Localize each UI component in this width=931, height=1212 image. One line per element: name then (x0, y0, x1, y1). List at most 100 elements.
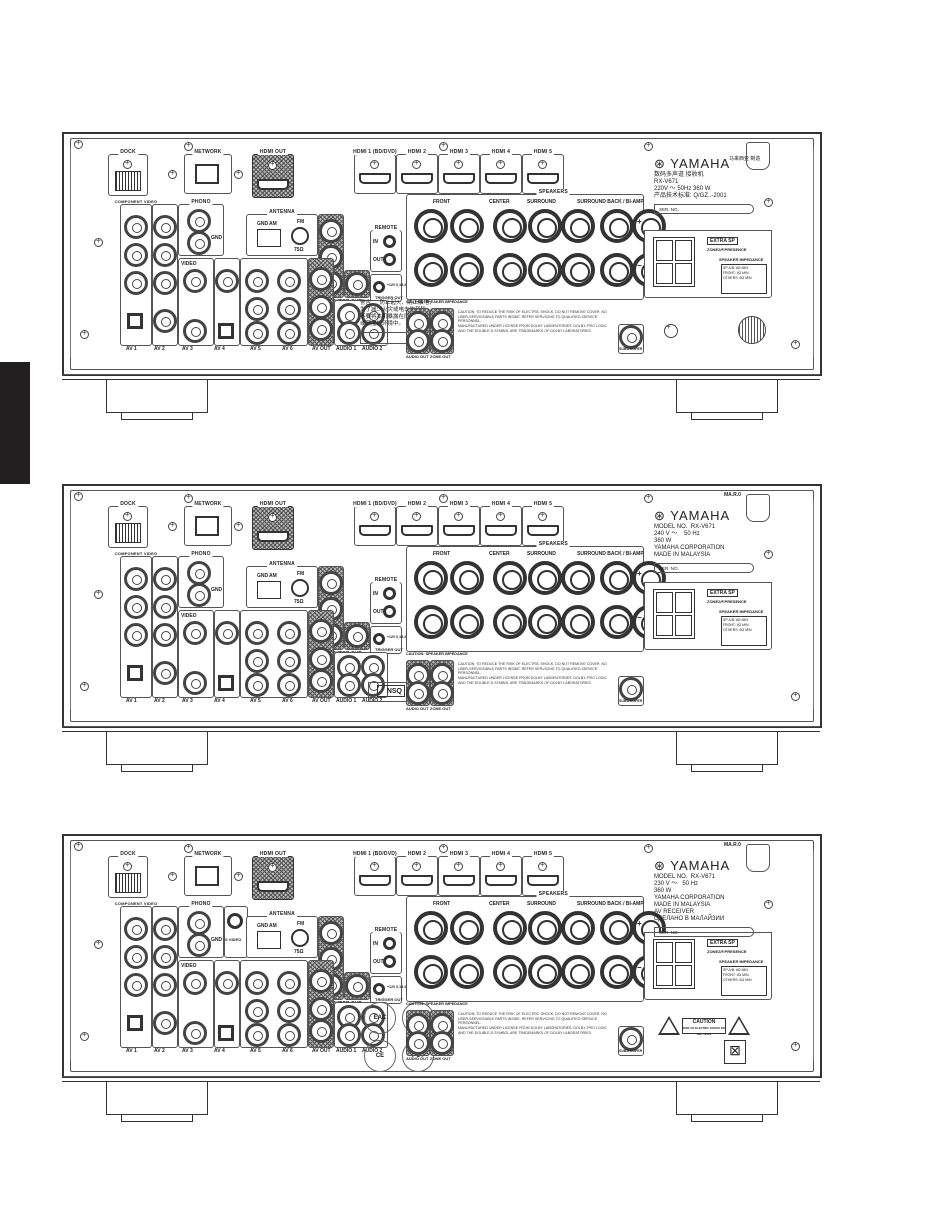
speaker-terminal-6-plus[interactable] (600, 561, 635, 595)
subwoofer-jack[interactable] (619, 325, 643, 349)
speaker-terminal-5-plus[interactable] (561, 911, 596, 945)
monitor-pb-jack[interactable] (319, 219, 343, 243)
hdmi-input-port[interactable] (485, 525, 517, 536)
av4-video-jack[interactable] (215, 621, 239, 645)
hdmi-input-port[interactable] (359, 525, 391, 536)
av3-video-jack[interactable] (183, 269, 207, 293)
monitor-video-jack[interactable] (345, 272, 369, 296)
speaker-terminal-2-minus[interactable] (449, 955, 484, 989)
speaker-terminal-2-plus[interactable] (449, 209, 484, 243)
trigger-out-jack[interactable] (373, 281, 385, 293)
speaker-terminal-1-minus[interactable] (414, 955, 449, 989)
av6-video-jack[interactable] (277, 971, 301, 995)
optical-input-av1[interactable] (127, 665, 143, 681)
av-out-audio-l-jack[interactable] (309, 647, 333, 671)
component-pr-jack[interactable] (153, 945, 177, 969)
component-y-jack[interactable] (153, 973, 177, 997)
speaker-terminal-1-plus[interactable] (414, 209, 449, 243)
hdmi-input-port[interactable] (359, 173, 391, 184)
speaker-terminal-2-plus[interactable] (449, 911, 484, 945)
speaker-terminal-4-plus[interactable] (527, 911, 562, 945)
av5-audio-l-jack[interactable] (245, 999, 269, 1023)
dock-connector[interactable] (115, 873, 141, 893)
zone-out-r-jack[interactable] (430, 329, 454, 353)
av6-audio-l-jack[interactable] (277, 297, 301, 321)
speaker-terminal-5-minus[interactable] (561, 955, 596, 989)
phono-right-jack[interactable] (187, 933, 211, 957)
av3-coaxial-jack[interactable] (183, 671, 207, 695)
fm-antenna-jack[interactable] (291, 929, 309, 947)
speaker-terminal-4-minus[interactable] (527, 253, 562, 287)
component-y-jack[interactable] (124, 271, 148, 295)
av4-video-jack[interactable] (215, 971, 239, 995)
av3-video-jack[interactable] (183, 971, 207, 995)
speaker-terminal-5-plus[interactable] (561, 561, 596, 595)
hdmi-input-port[interactable] (401, 525, 433, 536)
speaker-terminal-5-plus[interactable] (561, 209, 596, 243)
trigger-out-jack[interactable] (373, 983, 385, 995)
component-pr-jack[interactable] (124, 243, 148, 267)
speaker-terminal-3-minus[interactable] (492, 955, 527, 989)
speaker-terminal-3-plus[interactable] (492, 209, 527, 243)
subwoofer-jack[interactable] (619, 1027, 643, 1051)
component-pb-jack[interactable] (124, 567, 148, 591)
speaker-terminal-4-plus[interactable] (527, 561, 562, 595)
av-out-video-jack[interactable] (309, 267, 333, 291)
av6-audio-l-jack[interactable] (277, 999, 301, 1023)
speaker-terminal-3-plus[interactable] (492, 561, 527, 595)
av6-audio-r-jack[interactable] (277, 673, 301, 697)
optical-input-av1[interactable] (127, 313, 143, 329)
monitor-pb-jack[interactable] (319, 571, 343, 595)
av5-audio-r-jack[interactable] (245, 673, 269, 697)
component-pb-jack[interactable] (153, 567, 177, 591)
optical-input-av1[interactable] (127, 1015, 143, 1031)
remote-in-jack[interactable] (383, 937, 396, 950)
component-y-jack[interactable] (124, 623, 148, 647)
phono-left-jack[interactable] (187, 911, 211, 935)
av3-coaxial-jack[interactable] (183, 319, 207, 343)
speaker-terminal-2-minus[interactable] (449, 253, 484, 287)
av-out-audio-l-jack[interactable] (309, 295, 333, 319)
speaker-terminal-3-minus[interactable] (492, 605, 527, 639)
am-antenna-terminal[interactable] (257, 931, 281, 949)
fm-antenna-jack[interactable] (291, 227, 309, 245)
speaker-terminal-6-minus[interactable] (600, 605, 635, 639)
speaker-terminal-3-plus[interactable] (492, 911, 527, 945)
component-pb-jack[interactable] (153, 917, 177, 941)
component-y-jack[interactable] (153, 271, 177, 295)
am-antenna-terminal[interactable] (257, 229, 281, 247)
monitor-pb-jack[interactable] (319, 921, 343, 945)
component-pb-jack[interactable] (153, 215, 177, 239)
hdmi-input-port[interactable] (401, 173, 433, 184)
audio1-r-jack[interactable] (337, 673, 361, 697)
speaker-terminal-6-minus[interactable] (600, 253, 635, 287)
hdmi-input-port[interactable] (527, 525, 559, 536)
component-pr-jack[interactable] (124, 595, 148, 619)
phono-right-jack[interactable] (187, 583, 211, 607)
av-out-audio-l-jack[interactable] (309, 997, 333, 1021)
coaxial-input-av2[interactable] (153, 309, 177, 333)
hdmi-input-port[interactable] (527, 173, 559, 184)
remote-in-jack[interactable] (383, 235, 396, 248)
audio-out-r-jack[interactable] (406, 681, 430, 705)
hdmi-out-port[interactable] (257, 881, 289, 892)
component-pb-jack[interactable] (124, 917, 148, 941)
speaker-terminal-5-minus[interactable] (561, 605, 596, 639)
speaker-terminal-2-plus[interactable] (449, 561, 484, 595)
phono-right-jack[interactable] (187, 231, 211, 255)
av5-audio-l-jack[interactable] (245, 297, 269, 321)
av-out-audio-r-jack[interactable] (309, 317, 333, 341)
monitor-video-jack[interactable] (345, 624, 369, 648)
audio-out-r-jack[interactable] (406, 329, 430, 353)
av-out-audio-r-jack[interactable] (309, 1019, 333, 1043)
speaker-terminal-1-minus[interactable] (414, 253, 449, 287)
av3-coaxial-jack[interactable] (183, 1021, 207, 1045)
speaker-terminal-4-plus[interactable] (527, 209, 562, 243)
remote-out-jack[interactable] (383, 605, 396, 618)
ethernet-port[interactable] (195, 164, 219, 184)
remote-out-jack[interactable] (383, 955, 396, 968)
av4-optical-input[interactable] (218, 323, 234, 339)
av-out-video-jack[interactable] (309, 969, 333, 993)
av3-video-jack[interactable] (183, 621, 207, 645)
subwoofer-jack[interactable] (619, 677, 643, 701)
